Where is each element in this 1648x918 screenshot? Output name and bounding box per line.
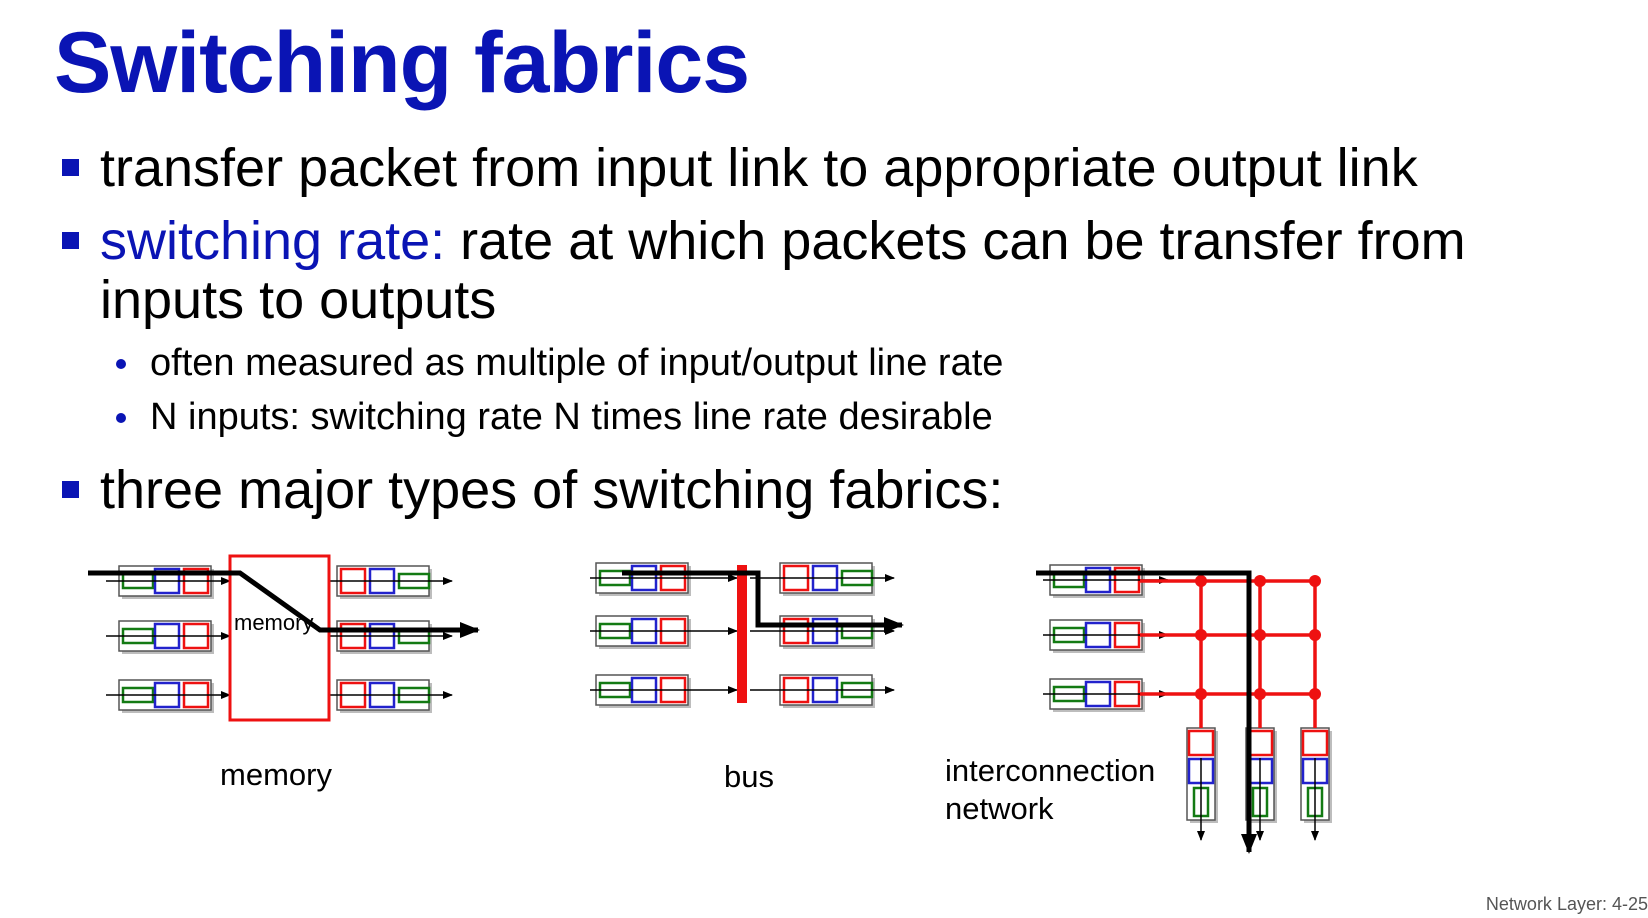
- memory-output-port: [329, 565, 453, 599]
- memory-input-port: [106, 620, 231, 654]
- crossbar-output-port: [1300, 727, 1332, 841]
- bus-output-port: [750, 615, 895, 649]
- page-title: Switching fabrics: [54, 15, 750, 111]
- crossbar-switch-points: [1195, 575, 1321, 700]
- memory-packet-path: [88, 570, 480, 638]
- crossbar-fabric: [1036, 570, 1321, 854]
- port-queues: [106, 562, 1332, 841]
- crossbar-input-port: [1043, 619, 1169, 653]
- bus-fabric: [622, 565, 904, 703]
- crossbar-packet-path: [1036, 570, 1257, 854]
- crossbar-output-port: [1245, 727, 1277, 841]
- slide-footer: Network Layer: 4-25: [1485, 894, 1648, 914]
- switching-rate-term: switching rate:: [100, 211, 446, 271]
- memory-box: [228, 554, 331, 722]
- bullet-three-types-text: three major types of switching fabrics:: [100, 460, 1004, 520]
- interconnect-caption-line2: network: [945, 791, 1054, 826]
- crossbar-grid: [1140, 579, 1317, 728]
- bus-input-port: [590, 674, 738, 708]
- memory-fabric: memory: [88, 554, 480, 722]
- memory-input-port: [106, 679, 231, 713]
- crossbar-input-port: [1043, 678, 1169, 712]
- bullet-switching-rate: switching rate: rate at which packets ca…: [62, 209, 1466, 273]
- crossbar-output-port: [1186, 727, 1218, 841]
- square-bullet-icon: [62, 159, 79, 176]
- bus-output-port: [750, 562, 895, 596]
- bus-input-port: [590, 562, 738, 596]
- bus-output-port: [750, 674, 895, 708]
- switching-rate-definition: rate at which packets can be transfer fr…: [445, 211, 1466, 271]
- interconnect-caption-line1: interconnection: [945, 753, 1155, 788]
- round-bullet-icon: [116, 359, 126, 369]
- memory-output-port: [329, 679, 453, 713]
- square-bullet-icon: [62, 481, 79, 498]
- memory-output-port: [329, 620, 453, 654]
- round-bullet-icon: [116, 413, 126, 423]
- sub-bullet-n-inputs: N inputs: switching rate N times line ra…: [116, 393, 993, 441]
- bullet-three-types: three major types of switching fabrics:: [62, 458, 1004, 522]
- bus-caption: bus: [724, 759, 774, 794]
- square-bullet-icon: [62, 232, 79, 249]
- bullet-transfer-text: transfer packet from input link to appro…: [100, 138, 1418, 198]
- sub-bullet-measured-text: often measured as multiple of input/outp…: [150, 342, 1004, 384]
- memory-box-label: memory: [234, 610, 313, 635]
- sub-bullet-n-inputs-text: N inputs: switching rate N times line ra…: [150, 396, 993, 438]
- bus-packet-path: [622, 570, 904, 633]
- bus-input-port: [590, 615, 738, 649]
- memory-caption: memory: [220, 757, 332, 792]
- bullet-switching-rate-continued: inputs to outputs: [100, 270, 497, 330]
- bullet-transfer: transfer packet from input link to appro…: [62, 136, 1418, 200]
- shared-bus: [737, 565, 747, 703]
- sub-bullet-measured: often measured as multiple of input/outp…: [116, 339, 1004, 387]
